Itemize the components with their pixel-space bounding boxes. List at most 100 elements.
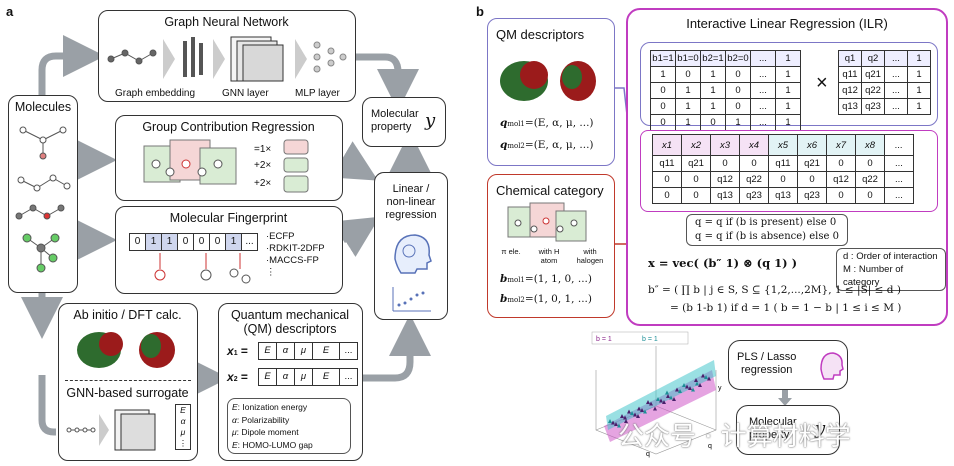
bmat-cell: b1=0: [675, 50, 701, 67]
qm-legend-text: : HOMO-LUMO gap: [237, 439, 313, 450]
dft-box: Ab initio / DFT calc. GNN-based surrogat…: [58, 303, 198, 461]
panel-b-label: b: [476, 4, 484, 19]
plot-point: [646, 400, 650, 404]
xmat-cell: 0: [826, 155, 856, 172]
bmat-cell: 0: [700, 114, 726, 131]
plot-point: [698, 383, 702, 387]
gcr-fragments: [283, 139, 309, 193]
bmat-cell: ...: [750, 114, 776, 131]
bmat-cell: 1: [700, 82, 726, 99]
qm-title-2: (QM) descriptors: [243, 322, 337, 336]
qm-b-mol1: qmol1=(E, α, μ, ...): [500, 117, 594, 129]
arrow-gcr-to-lin: [331, 141, 379, 181]
qm-legend-text: : Ionization energy: [237, 402, 308, 412]
gcr-groups-illustration: [143, 139, 237, 185]
ilr-rule-1: q = q if (b is present) else 0: [695, 217, 837, 228]
bmat-cell: 0: [725, 98, 751, 115]
qmat-cell: q22: [861, 82, 885, 99]
pls-line1: PLS / Lasso: [737, 351, 797, 363]
bmat-cell: 1: [675, 114, 701, 131]
mol-prop-b-text: Molecular property: [749, 416, 797, 442]
plot-point: [659, 398, 663, 403]
molecular-property-box-b: Molecular property y: [736, 405, 840, 455]
qmat-cell: ...: [884, 82, 908, 99]
plot-point: [624, 419, 628, 423]
plot-legend-1: b = 1: [596, 336, 612, 343]
xmat-cell: 0: [681, 187, 711, 204]
surrogate-gnn: [66, 409, 156, 451]
plot-point: [707, 376, 711, 381]
dft-vec-e: E: [180, 405, 186, 415]
mol-prop-line2: property: [371, 121, 412, 133]
mol-prop-line1: Molecular: [371, 108, 419, 120]
ilr-title: Interactive Linear Regression (ILR): [686, 16, 888, 31]
plot-point: [694, 378, 698, 382]
xmat-head: x2: [681, 134, 711, 156]
plot-point: [666, 394, 670, 398]
mol-prop-symbol: y: [425, 110, 436, 131]
chem-cat-halogen: with halogen: [576, 247, 604, 265]
regression-icons: [392, 234, 432, 312]
qmat-cell: q1: [838, 50, 862, 67]
chem-b2: bmol2=(1, 0, 1, ...): [500, 293, 592, 305]
regression-line2: non-linear: [386, 196, 436, 208]
xmat-cell: q23: [797, 187, 827, 204]
plot-axis-q1: q: [646, 451, 650, 458]
fp-type: ⋮: [266, 267, 276, 278]
regression-line3: regression: [385, 209, 437, 221]
qmat-cell: q11: [838, 66, 862, 83]
xmat-cell: q13: [710, 187, 740, 204]
mol-prop-b-line1: Molecular: [749, 416, 797, 428]
arrow-gnn-to-prop: [355, 53, 419, 111]
xmat-cell: 0: [768, 171, 798, 188]
xmat-head: x5: [768, 134, 798, 156]
plot-point: [614, 422, 618, 426]
fp-type: ·MACCS-FP: [266, 255, 319, 266]
molecule-drawings: [15, 126, 71, 273]
gnn-illustration: [107, 36, 347, 82]
xmat-cell: q22: [739, 171, 769, 188]
dft-output-vector: E α μ ⋮: [175, 404, 191, 450]
xmat-cell: q12: [710, 171, 740, 188]
xmat-head: x7: [826, 134, 856, 156]
regression-text: Linear / non-linear regression: [375, 183, 447, 222]
molecular-property-box-a: Molecular property y: [362, 97, 446, 147]
bmat-cell: 1: [725, 114, 751, 131]
plot-point: [656, 397, 660, 401]
watermark: 公众号 · 计算材料学: [618, 422, 851, 452]
xmat-head: x6: [797, 134, 827, 156]
bmat-cell: 1: [650, 66, 676, 83]
qm-box: Quantum mechanical (QM) descriptors x1 =…: [218, 303, 363, 461]
qmat-cell: q21: [861, 66, 885, 83]
plot-legend-2: b = 1: [642, 336, 658, 343]
dft-orbitals: [77, 332, 175, 368]
ilr-times: ×: [816, 72, 828, 94]
chem-cat-labels: π ele. with H atom with halogen: [496, 247, 608, 265]
qm-x2-symbol: x: [227, 370, 234, 384]
bmat-cell: 0: [675, 66, 701, 83]
fingerprint-box: Molecular Fingerprint 0 1 1 0 0 0 1 ... …: [115, 206, 343, 294]
plot-point: [637, 406, 641, 411]
gcr-box: Group Contribution Regression =1× +2× +2…: [115, 115, 343, 201]
chem-b1: bmol1=(1, 1, 0, ...): [500, 273, 592, 285]
plot-point: [649, 401, 653, 406]
xmat-head: ...: [884, 134, 914, 156]
xmat-head: x1: [652, 134, 682, 156]
gnn-label-mlp: MLP layer: [295, 88, 340, 99]
molecules-box: Molecules: [8, 95, 78, 293]
gnn-title: Graph Neural Network: [164, 15, 289, 29]
plot-point: [640, 408, 644, 412]
gcr-term-3: +2×: [254, 178, 272, 189]
qm-legend-key: μ: [232, 427, 237, 437]
bmat-cell: 0: [725, 82, 751, 99]
xmat-cell: q21: [681, 155, 711, 172]
plot-point: [627, 409, 631, 414]
qm-x1-label: x1 =: [227, 344, 248, 358]
bmat-cell: 0: [650, 82, 676, 99]
qm-b-orbitals: [500, 61, 596, 101]
bmat-cell: 1: [775, 50, 801, 67]
